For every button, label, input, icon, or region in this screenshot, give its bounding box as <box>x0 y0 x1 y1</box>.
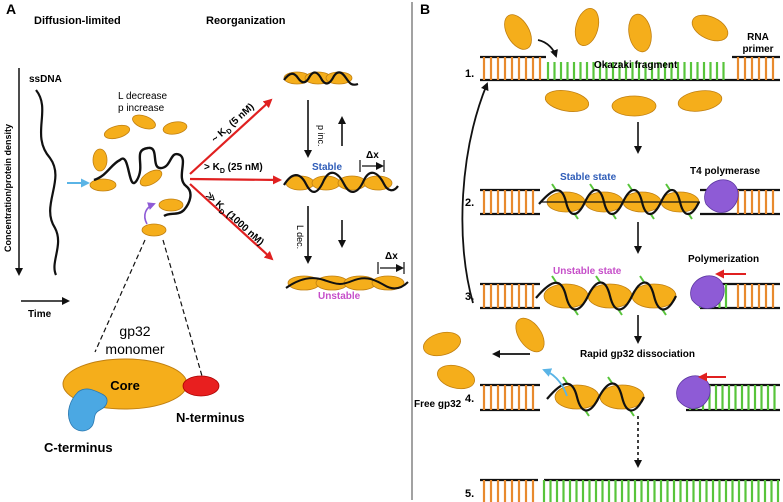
rapid-dissociation-label: Rapid gp32 dissociation <box>580 349 695 360</box>
gp32-protein <box>103 124 131 140</box>
cycle-return-arrow <box>461 82 489 304</box>
gp32-protein <box>89 178 117 192</box>
rna-primer-line1: RNA <box>747 32 769 43</box>
step-label-5: 5. <box>465 488 474 500</box>
free-gp32-label: Free gp32 <box>414 399 462 410</box>
red-arrow-middle <box>189 175 282 185</box>
gp32-protein <box>628 13 652 53</box>
p-inc-label: p inc. <box>316 125 326 147</box>
t4-polymerase-label: T4 polymerase <box>690 166 760 177</box>
gp32-protein <box>544 90 590 112</box>
ssdna-label: ssDNA <box>29 74 62 85</box>
c-terminus-label: C-terminus <box>44 440 113 455</box>
free-gp32-protein <box>437 364 475 390</box>
t4-polymerase <box>690 275 725 309</box>
t4-polymerase <box>676 375 711 409</box>
gp32-protein <box>139 169 163 187</box>
gp32-protein <box>504 14 532 50</box>
ssdna-strand <box>35 89 60 276</box>
step-label-1: 1. <box>465 68 474 80</box>
gp32-protein <box>691 14 729 42</box>
rna-primer-line2: primer <box>742 44 773 55</box>
p-increase-label: p increase <box>118 103 165 114</box>
gp32-protein <box>141 223 167 237</box>
base-tick <box>551 183 557 191</box>
gp32-protein <box>92 148 108 172</box>
delta-x-label-stable: Δx <box>366 150 379 161</box>
n-terminus-label: N-terminus <box>176 410 245 425</box>
stable-label-a: Stable <box>312 162 342 173</box>
kd-25nm-label: > KD (25 nM) <box>204 162 263 175</box>
svg-text:≫ KD (1000 nM): ≫ KD (1000 nM) <box>202 190 266 249</box>
red-arrow-up <box>189 98 273 175</box>
gp32-protein <box>162 121 188 135</box>
monomer-label-line1: gp32 <box>119 323 150 339</box>
x-axis-label: Time <box>28 309 52 320</box>
svg-text:~ KD (5 nM): ~ KD (5 nM) <box>210 102 258 147</box>
tangled-dna <box>93 146 192 218</box>
monomer-label-line2: monomer <box>105 341 164 357</box>
delta-x-label-unstable: Δx <box>385 251 398 262</box>
stable-state-label: Stable state <box>560 172 617 183</box>
step-label-3: 3. <box>465 291 474 303</box>
gp32-protein <box>677 90 723 112</box>
delta-x-bracket-stable <box>359 160 385 172</box>
purple-binding-arrow <box>144 202 156 225</box>
zoom-line-left <box>94 239 146 353</box>
dense-filament <box>283 71 359 86</box>
red-arrow-down <box>189 183 274 261</box>
unstable-state-label: Unstable state <box>553 266 622 277</box>
c-terminus-domain <box>68 388 108 432</box>
core-label: Core <box>110 378 140 393</box>
zoom-line-right <box>162 239 203 377</box>
l-decrease-label: L decrease <box>118 91 168 102</box>
panel-a: A Diffusion-limited Reorganization ssDNA… <box>3 1 409 455</box>
base-tick <box>627 183 633 191</box>
panel-a-heading-right: Reorganization <box>206 15 286 27</box>
base-tick <box>589 183 595 191</box>
delta-x-bracket-unstable <box>377 262 405 274</box>
svg-text:> KD (25 nM): > KD (25 nM) <box>204 162 263 175</box>
step-label-4: 4. <box>465 393 474 405</box>
l-dec-label: L dec. <box>295 225 305 249</box>
dna-duplex-rows <box>480 55 780 502</box>
panel-a-letter: A <box>6 1 16 17</box>
n-terminus-domain <box>182 375 220 397</box>
panel-b-letter: B <box>420 1 430 17</box>
panel-b: B 1. 2. 3. 4. 5. Okazaki fragment RNA pr… <box>414 1 780 502</box>
base-tick <box>595 275 601 283</box>
y-axis-label: Concentration/protein density <box>3 124 13 252</box>
binding-arrow <box>537 39 558 58</box>
ssdna-helix-unstable <box>535 281 677 311</box>
free-gp32-protein <box>515 317 545 353</box>
unstable-label-a: Unstable <box>318 291 361 302</box>
panel-a-heading-left: Diffusion-limited <box>34 15 121 27</box>
free-gp32-protein <box>423 331 461 357</box>
polymerization-label: Polymerization <box>688 254 759 265</box>
stable-filament <box>283 171 399 193</box>
base-tick <box>639 275 645 283</box>
base-tick <box>562 376 568 384</box>
t4-polymerase <box>704 179 739 213</box>
gp32-protein <box>132 114 156 130</box>
ssdna-helix-dissociating <box>546 382 645 412</box>
gp32-protein <box>158 198 184 212</box>
gp32-protein <box>611 95 657 117</box>
kd-1000nm-label: ≫ KD (1000 nM) <box>202 190 266 249</box>
okazaki-label: Okazaki fragment <box>594 60 678 71</box>
base-tick <box>551 275 557 283</box>
dissociation-arrow <box>542 368 568 397</box>
base-tick <box>665 183 671 191</box>
step-label-2: 2. <box>465 197 474 209</box>
gp32-protein <box>574 8 600 46</box>
kd-5nm-label: ~ KD (5 nM) <box>210 102 258 147</box>
base-tick <box>607 376 613 384</box>
unstable-filament <box>285 275 409 291</box>
